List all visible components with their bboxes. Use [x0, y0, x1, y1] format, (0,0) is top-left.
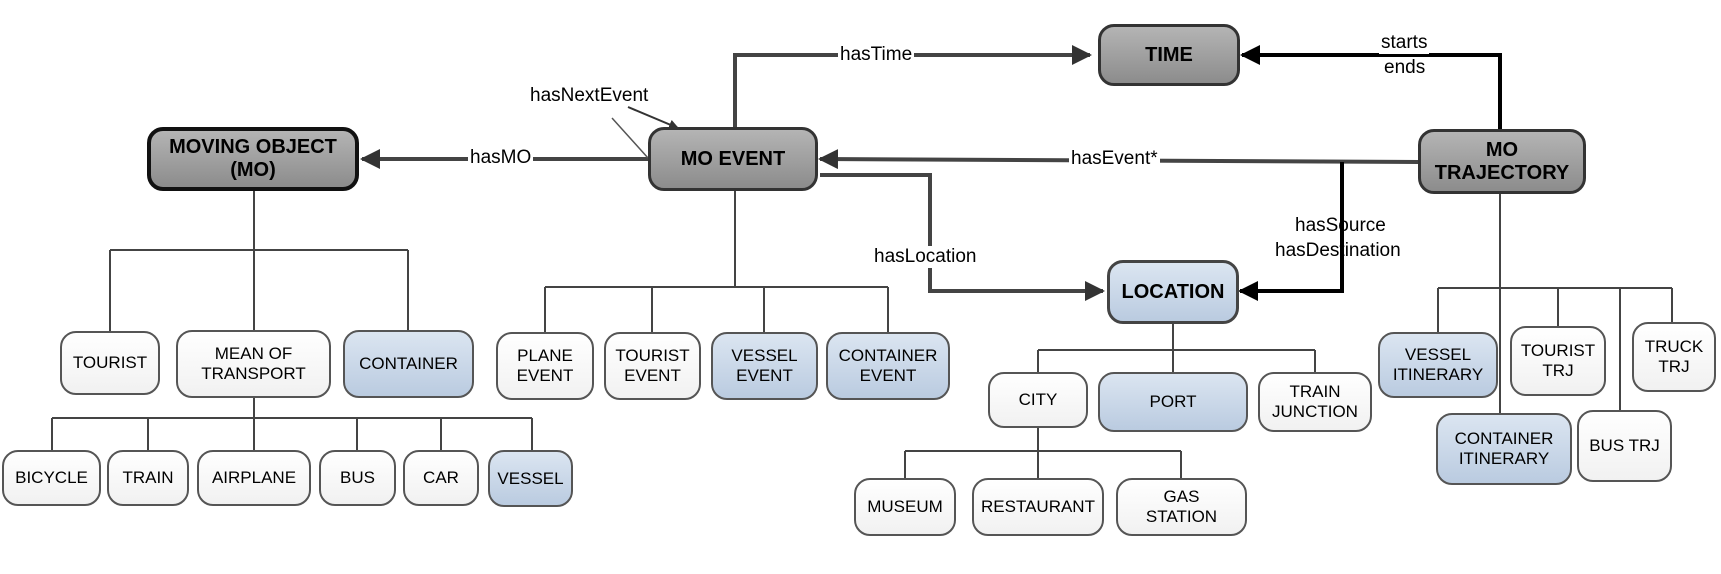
edge-label-has-event: hasEvent* — [1069, 148, 1160, 170]
edge-label-has-next-event: hasNextEvent — [530, 85, 649, 106]
edge-label-ends: ends — [1382, 57, 1428, 79]
node-bus[interactable]: BUS — [319, 450, 396, 506]
node-location-label: LOCATION — [1121, 280, 1225, 303]
node-mean-of-transport-label-1: MEAN OF — [214, 344, 293, 364]
node-mean-of-transport[interactable]: MEAN OF TRANSPORT — [176, 330, 331, 398]
node-tourist-trj-label-1: TOURIST — [1520, 341, 1596, 361]
node-tourist[interactable]: TOURIST — [60, 331, 160, 395]
node-truck-trj-label-1: TRUCK — [1644, 337, 1704, 357]
node-tourist-event-label-2: EVENT — [624, 366, 681, 385]
node-truck-trj-label-2: TRJ — [1658, 357, 1690, 376]
node-port[interactable]: PORT — [1098, 372, 1248, 432]
node-container[interactable]: CONTAINER — [343, 330, 474, 398]
node-train-junction-label-1: TRAIN — [1289, 382, 1341, 402]
node-bus-label: BUS — [340, 468, 375, 488]
edge-starts-ends — [1240, 45, 1502, 130]
node-vessel-itinerary-label-2: ITINERARY — [1392, 365, 1484, 384]
node-container-event[interactable]: CONTAINER EVENT — [826, 332, 950, 400]
node-vessel[interactable]: VESSEL — [488, 450, 573, 507]
tree-mo-event — [544, 191, 889, 332]
node-container-itinerary-label-1: CONTAINER — [1454, 429, 1554, 449]
node-train[interactable]: TRAIN — [107, 450, 189, 506]
node-location[interactable]: LOCATION — [1107, 260, 1239, 324]
node-restaurant-label: RESTAURANT — [981, 497, 1095, 517]
node-gas-station[interactable]: GAS STATION — [1116, 478, 1247, 536]
node-container-label: CONTAINER — [359, 354, 458, 374]
tree-moving-object — [51, 189, 533, 450]
edge-label-starts: starts — [1379, 32, 1430, 54]
node-vessel-event-label-2: EVENT — [736, 366, 793, 385]
node-gas-station-label-2: STATION — [1145, 507, 1218, 526]
node-truck-trj[interactable]: TRUCK TRJ — [1632, 322, 1716, 392]
node-tourist-event[interactable]: TOURIST EVENT — [604, 332, 701, 400]
node-museum[interactable]: MUSEUM — [854, 478, 956, 536]
node-tourist-trj-label-2: TRJ — [1542, 361, 1574, 380]
node-museum-label: MUSEUM — [867, 497, 943, 517]
edge-label-has-source: hasSource — [1295, 215, 1386, 236]
edge-has-time — [733, 45, 1092, 130]
node-train-label: TRAIN — [122, 468, 174, 488]
node-tourist-trj[interactable]: TOURIST TRJ — [1510, 326, 1606, 396]
node-vessel-itinerary-label-1: VESSEL — [1404, 345, 1472, 365]
edge-label-has-location: hasLocation — [872, 246, 979, 268]
node-restaurant[interactable]: RESTAURANT — [972, 478, 1104, 536]
node-mo-trajectory[interactable]: MO TRAJECTORY — [1418, 129, 1586, 194]
node-bus-trj[interactable]: BUS TRJ — [1577, 410, 1672, 482]
node-car[interactable]: CAR — [403, 450, 479, 506]
node-port-label: PORT — [1149, 392, 1197, 412]
edge-label-has-destination: hasDestination — [1275, 240, 1401, 261]
node-airplane-label: AIRPLANE — [211, 468, 297, 488]
tree-mo-trajectory — [1437, 192, 1673, 413]
node-car-label: CAR — [423, 468, 459, 488]
node-plane-event-label-2: EVENT — [516, 366, 574, 385]
edge-label-has-time: hasTime — [838, 44, 915, 66]
node-train-junction-label-2: JUNCTION — [1272, 402, 1358, 421]
node-moving-object-label-1: MOVING OBJECT — [169, 136, 337, 158]
tree-location — [904, 322, 1316, 478]
node-mo-event[interactable]: MO EVENT — [648, 127, 818, 191]
node-mo-trajectory-label-1: MO — [1485, 138, 1519, 161]
edge-has-next-event-pointer — [627, 106, 679, 130]
node-container-itinerary-label-2: ITINERARY — [1458, 449, 1550, 468]
node-city[interactable]: CITY — [988, 372, 1088, 428]
node-mo-event-label: MO EVENT — [680, 147, 786, 170]
node-tourist-event-label-1: TOURIST — [615, 346, 690, 366]
edge-has-location — [820, 173, 1105, 301]
node-plane-event-label-1: PLANE — [517, 346, 573, 366]
node-vessel-event[interactable]: VESSEL EVENT — [711, 332, 818, 400]
node-tourist-label: TOURIST — [72, 353, 148, 373]
node-vessel-event-label-1: VESSEL — [731, 346, 798, 366]
node-container-event-label-2: EVENT — [859, 366, 917, 385]
node-container-itinerary[interactable]: CONTAINER ITINERARY — [1436, 413, 1572, 485]
node-bicycle[interactable]: BICYCLE — [2, 450, 101, 506]
edge-has-source-destination — [1238, 162, 1344, 301]
node-city-label: CITY — [1018, 390, 1058, 410]
node-time-label: TIME — [1145, 43, 1193, 66]
node-airplane[interactable]: AIRPLANE — [197, 450, 311, 506]
node-bus-trj-label: BUS TRJ — [1589, 436, 1660, 456]
node-moving-object[interactable]: MOVING OBJECT (MO) — [147, 127, 359, 191]
node-train-junction[interactable]: TRAIN JUNCTION — [1258, 372, 1372, 432]
edge-has-next-event-loop — [611, 117, 649, 159]
node-mo-trajectory-label-2: TRAJECTORY — [1434, 161, 1570, 184]
node-bicycle-label: BICYCLE — [15, 468, 88, 488]
node-mean-of-transport-label-2: TRANSPORT — [201, 364, 306, 383]
node-plane-event[interactable]: PLANE EVENT — [496, 332, 594, 400]
node-container-event-label-1: CONTAINER — [838, 346, 938, 366]
node-time[interactable]: TIME — [1098, 24, 1240, 86]
node-vessel-itinerary[interactable]: VESSEL ITINERARY — [1378, 332, 1498, 398]
node-moving-object-label-2: (MO) — [230, 159, 276, 181]
node-gas-station-label-1: GAS — [1163, 487, 1200, 507]
edge-label-has-mo: hasMO — [468, 147, 534, 169]
node-vessel-label: VESSEL — [497, 468, 564, 488]
